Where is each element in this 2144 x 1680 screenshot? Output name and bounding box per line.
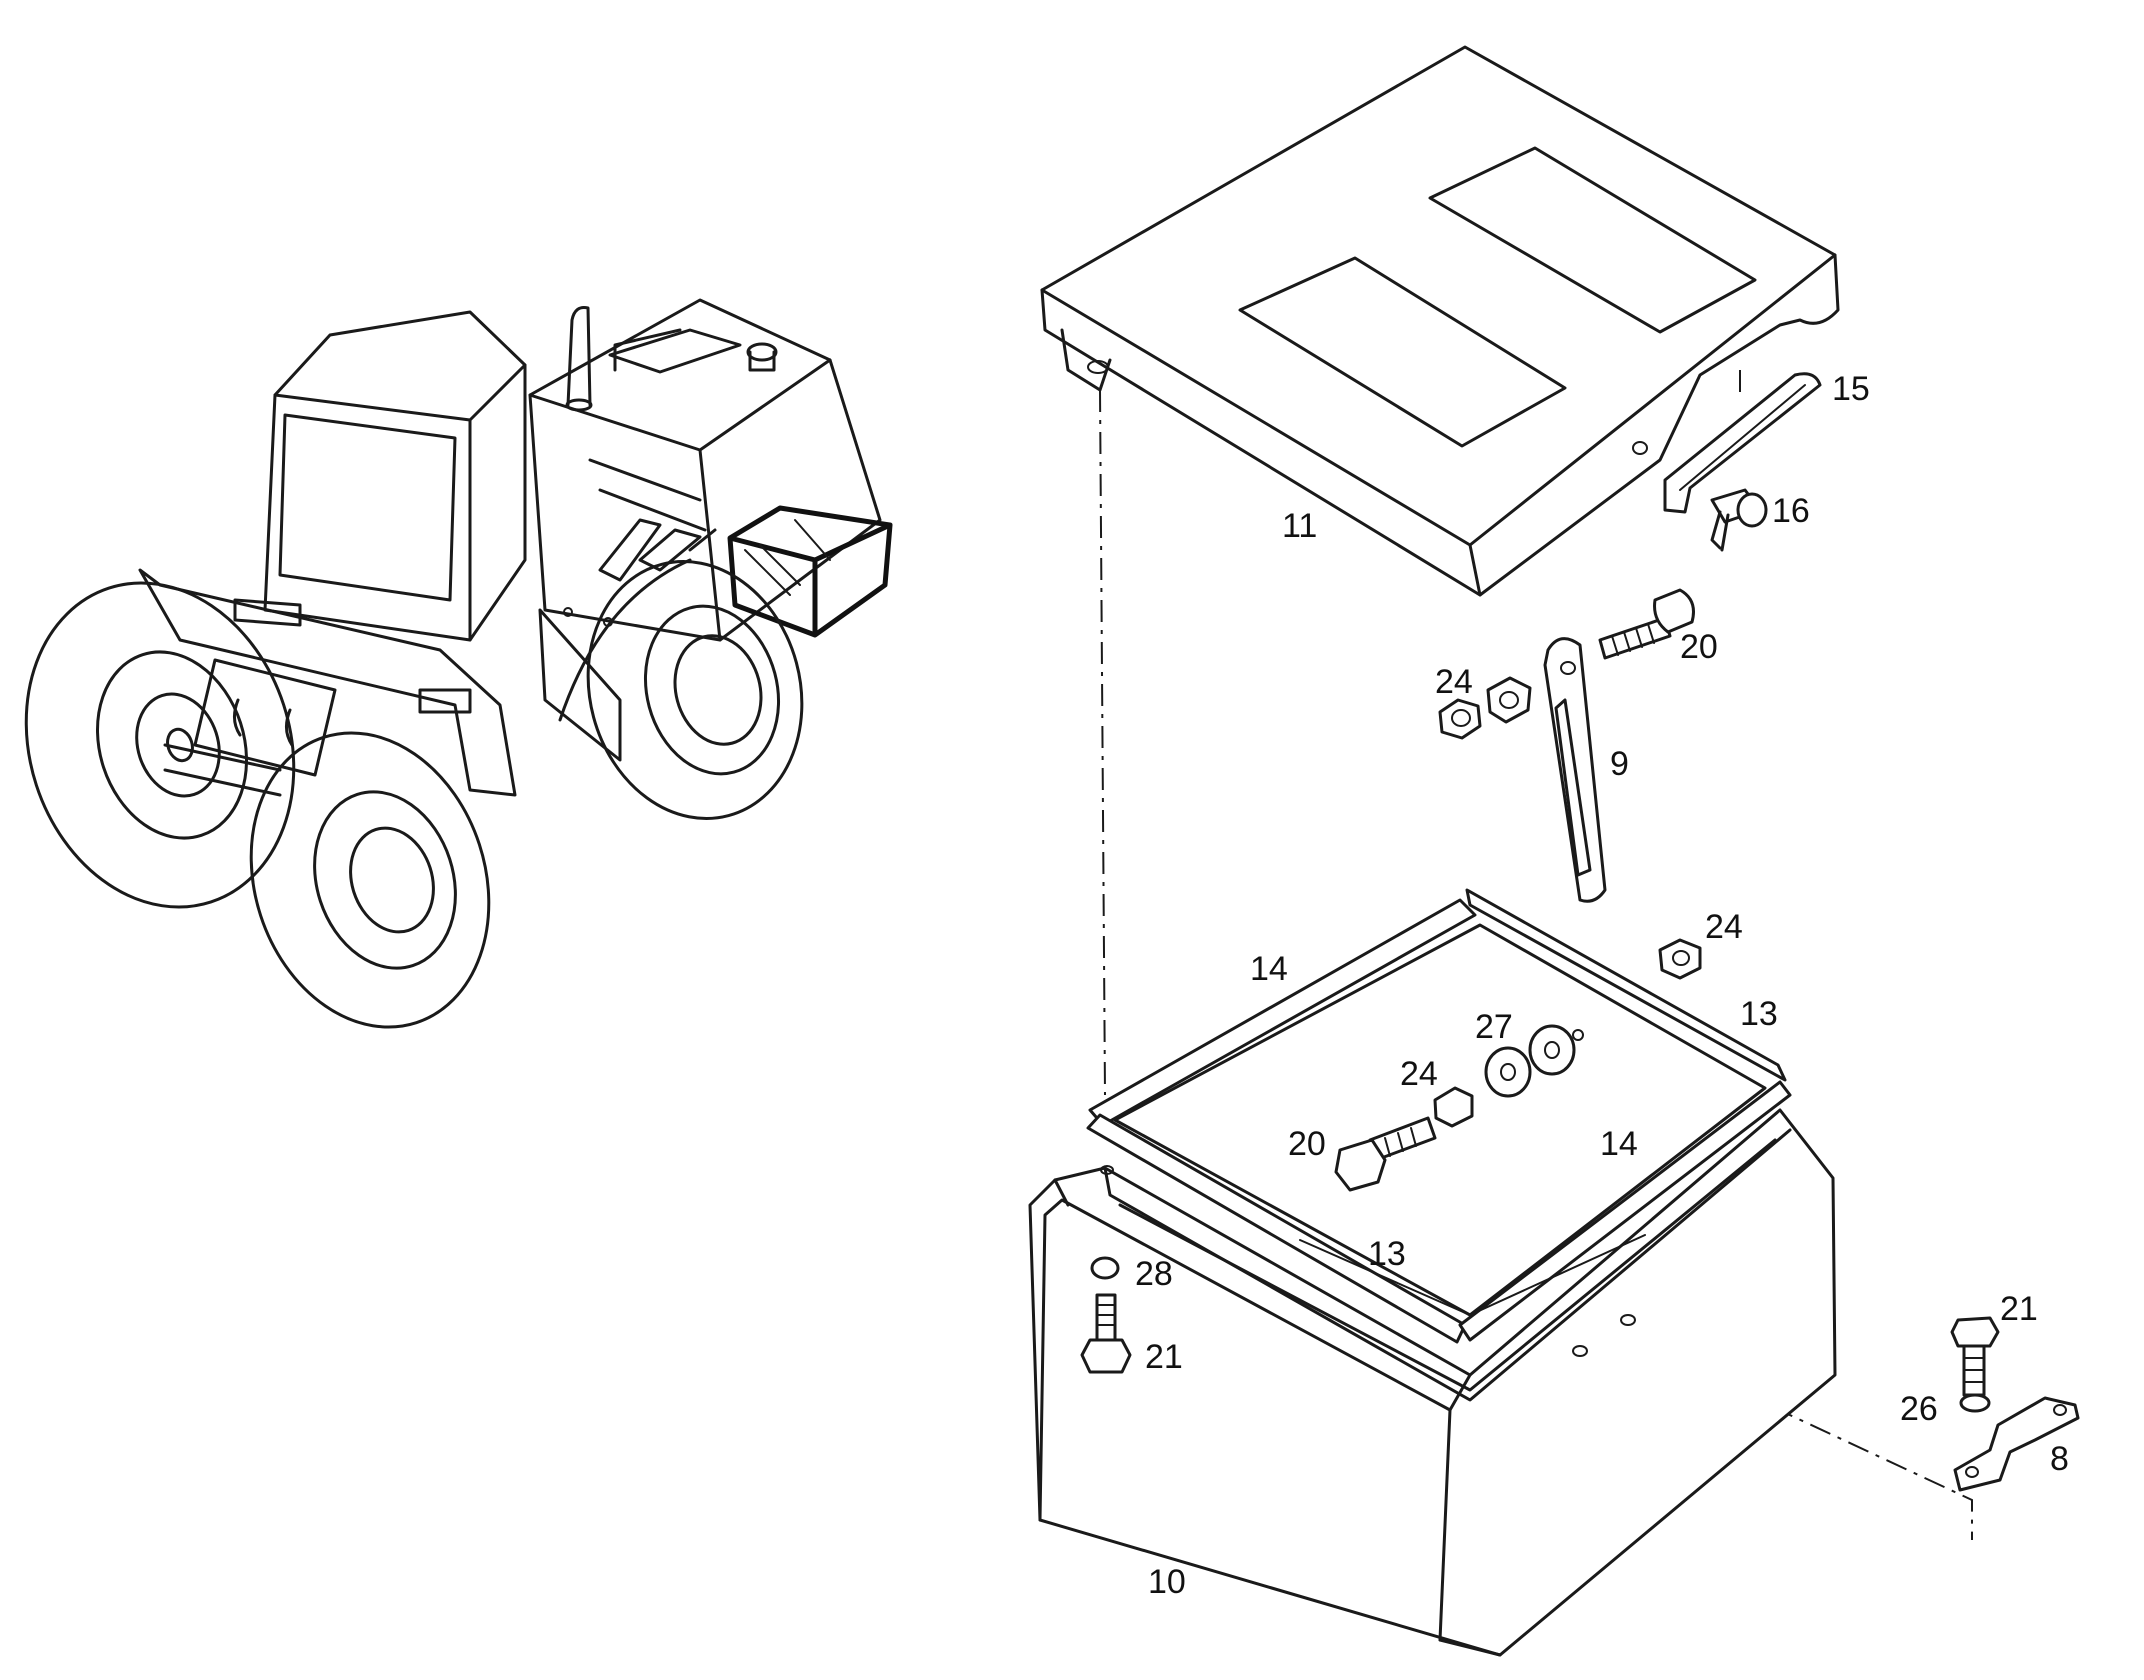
callout-24-upper: 24 xyxy=(1435,663,1473,701)
callout-15: 15 xyxy=(1832,370,1870,408)
part-16-lock xyxy=(1710,488,1768,552)
callout-9: 9 xyxy=(1610,745,1629,783)
callout-20-inner: 20 xyxy=(1288,1125,1326,1163)
part-27-washers xyxy=(1484,1024,1584,1098)
part-9-strap xyxy=(1543,637,1607,903)
parts-13-14-rubber-strips xyxy=(1086,888,1792,1344)
callout-28: 28 xyxy=(1135,1255,1173,1293)
callout-13-bottom: 13 xyxy=(1368,1235,1406,1273)
callout-27: 27 xyxy=(1475,1008,1513,1046)
callout-11: 11 xyxy=(1282,507,1317,545)
battery-box-location-highlight xyxy=(727,505,893,638)
callout-14-top: 14 xyxy=(1250,950,1288,988)
part-20-bolt-upper xyxy=(1598,588,1695,660)
callout-14-bottom: 14 xyxy=(1600,1125,1638,1163)
part-24-nut-right xyxy=(1658,938,1702,980)
part-24-nuts-upper xyxy=(1438,676,1532,740)
callout-20-upper: 20 xyxy=(1680,628,1718,666)
callout-10: 10 xyxy=(1148,1563,1186,1601)
part-10-battery-box xyxy=(1028,1108,1837,1657)
callout-21-left: 21 xyxy=(1145,1338,1183,1376)
callout-24-inner: 24 xyxy=(1400,1055,1438,1093)
part-24-nut-inner xyxy=(1433,1086,1474,1128)
assembly-line-left xyxy=(1099,389,1106,1096)
part-21-bolt-left xyxy=(1080,1293,1132,1374)
callout-13-right: 13 xyxy=(1740,995,1778,1033)
battery-box-exploded-view: 11 15 16 20 24 9 24 14 13 27 24 20 14 13… xyxy=(1028,45,2080,1657)
callout-16: 16 xyxy=(1772,492,1810,530)
part-11-battery-cover xyxy=(1040,45,1840,597)
part-15-latch-strap xyxy=(1663,372,1822,514)
part-20-bolt-inner xyxy=(1334,1116,1437,1192)
callout-24-right: 24 xyxy=(1705,908,1743,946)
part-8-bracket xyxy=(1953,1396,2080,1492)
part-21-bolt-right xyxy=(1950,1316,2000,1397)
part-26-washer xyxy=(1959,1393,1991,1413)
callout-21-right: 21 xyxy=(2000,1290,2038,1328)
tractor-overview-illustration xyxy=(24,298,893,1029)
callout-26: 26 xyxy=(1900,1390,1938,1428)
part-28-washer xyxy=(1090,1256,1120,1280)
callout-8: 8 xyxy=(2050,1440,2069,1478)
